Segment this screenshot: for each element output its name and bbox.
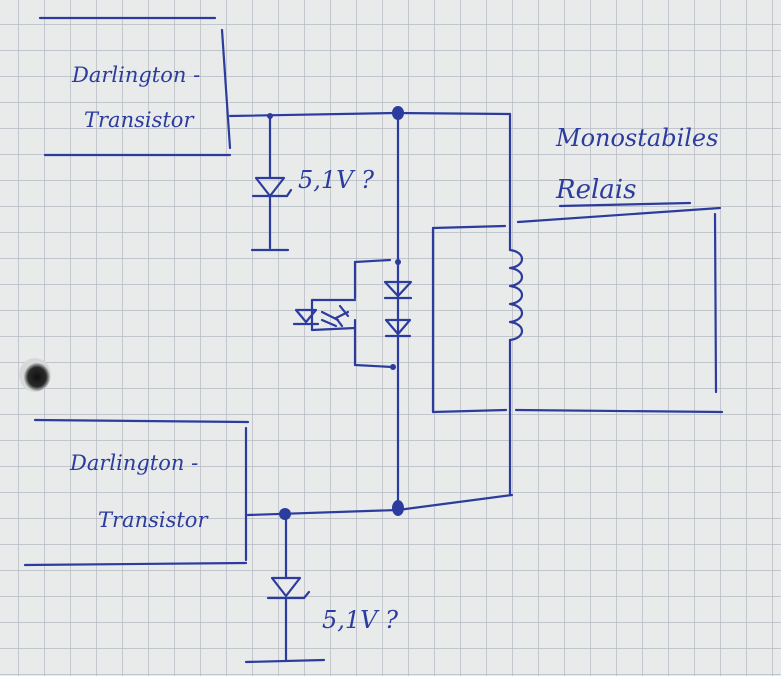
- relay-label-line1: Monostabiles: [555, 124, 718, 152]
- junction-dots: [279, 106, 404, 520]
- transistor-top-label-line2: Transistor: [84, 108, 195, 132]
- bottom-wire: [246, 493, 514, 517]
- zener-top-value: 5,1V ?: [298, 166, 374, 194]
- transistor-top-label-line1: Darlington -: [71, 63, 200, 87]
- punch-hole: [19, 358, 51, 392]
- relay-label-line2: Relais: [555, 175, 636, 205]
- relay-label-underline: [558, 201, 692, 208]
- optocoupler-led-icon: [292, 298, 357, 332]
- transistor-bottom-label-line1: Darlington -: [69, 451, 198, 475]
- transistor-bottom-box: [23, 418, 250, 567]
- zener-diode-bottom: [244, 512, 326, 664]
- diode-protection-block: [353, 258, 413, 369]
- relay-coil-icon: [508, 112, 524, 497]
- relay-box: [431, 206, 724, 414]
- zener-diode-top: [250, 114, 293, 252]
- top-wire: [228, 111, 512, 118]
- transistor-bottom-label-line2: Transistor: [98, 508, 209, 532]
- zener-bottom-value: 5,1V ?: [322, 606, 398, 634]
- transistor-top-box: [38, 16, 232, 157]
